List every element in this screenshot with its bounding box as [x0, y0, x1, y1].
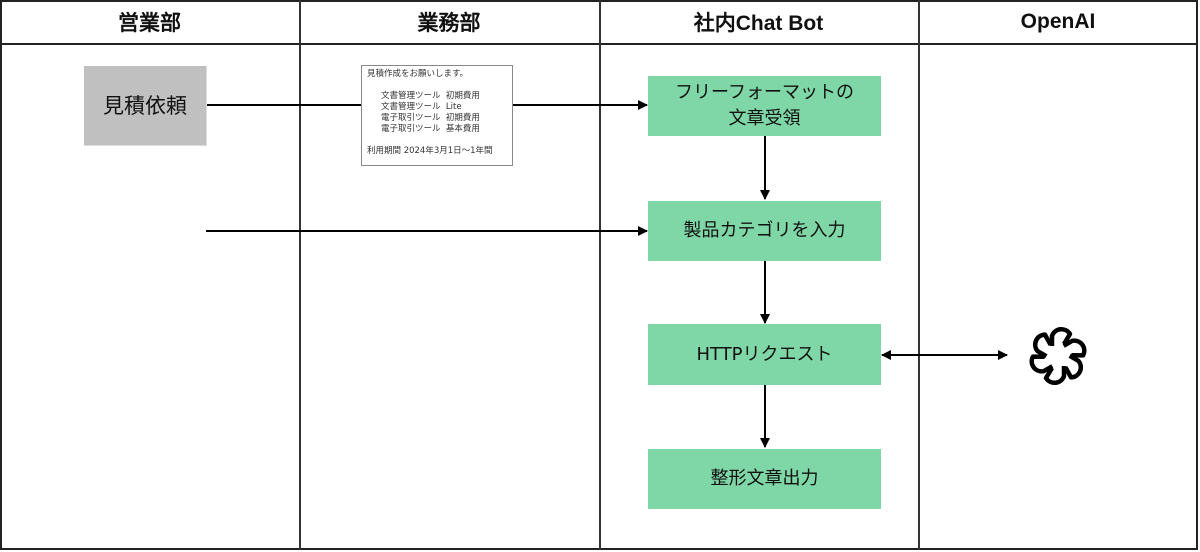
document-period: 利用期間 2024年3月1日～1年間: [367, 146, 493, 156]
http-request-node: HTTPリクエスト: [648, 324, 881, 385]
input-category-node: 製品カテゴリを入力: [648, 201, 881, 261]
lane-divider-1: [299, 0, 301, 550]
quote-request-node: 見積依頼: [84, 66, 207, 146]
http-request-label: HTTPリクエスト: [696, 343, 833, 365]
lane-header-sales: 営業部: [118, 12, 181, 35]
input-category-label: 製品カテゴリを入力: [683, 220, 846, 241]
formatted-output-label: 整形文章出力: [710, 468, 819, 489]
lane-header-openai: OpenAI: [1020, 10, 1096, 33]
lane-divider-2: [599, 0, 601, 550]
document-title: 見積作成をお願いします。: [367, 69, 469, 79]
document-item: 電子取引ツール 基本費用: [381, 124, 480, 134]
document-item: 文書管理ツール Lite: [381, 102, 462, 112]
free-format-label-line2: 文章受領: [728, 108, 801, 129]
free-format-receive-node: フリーフォーマットの 文章受領: [648, 76, 881, 136]
formatted-output-node: 整形文章出力: [648, 449, 881, 509]
free-format-label-line1: フリーフォーマットの: [675, 82, 854, 103]
lane-divider-3: [918, 0, 920, 550]
openai-logo-icon: [1027, 326, 1089, 387]
document-item: 電子取引ツール 初期費用: [381, 113, 480, 123]
quote-request-label: 見積依頼: [103, 93, 187, 118]
document-item: 文書管理ツール 初期費用: [381, 91, 480, 101]
lane-header-chatbot: 社内Chat Bot: [693, 12, 824, 35]
lane-header-operations: 業務部: [417, 12, 481, 35]
